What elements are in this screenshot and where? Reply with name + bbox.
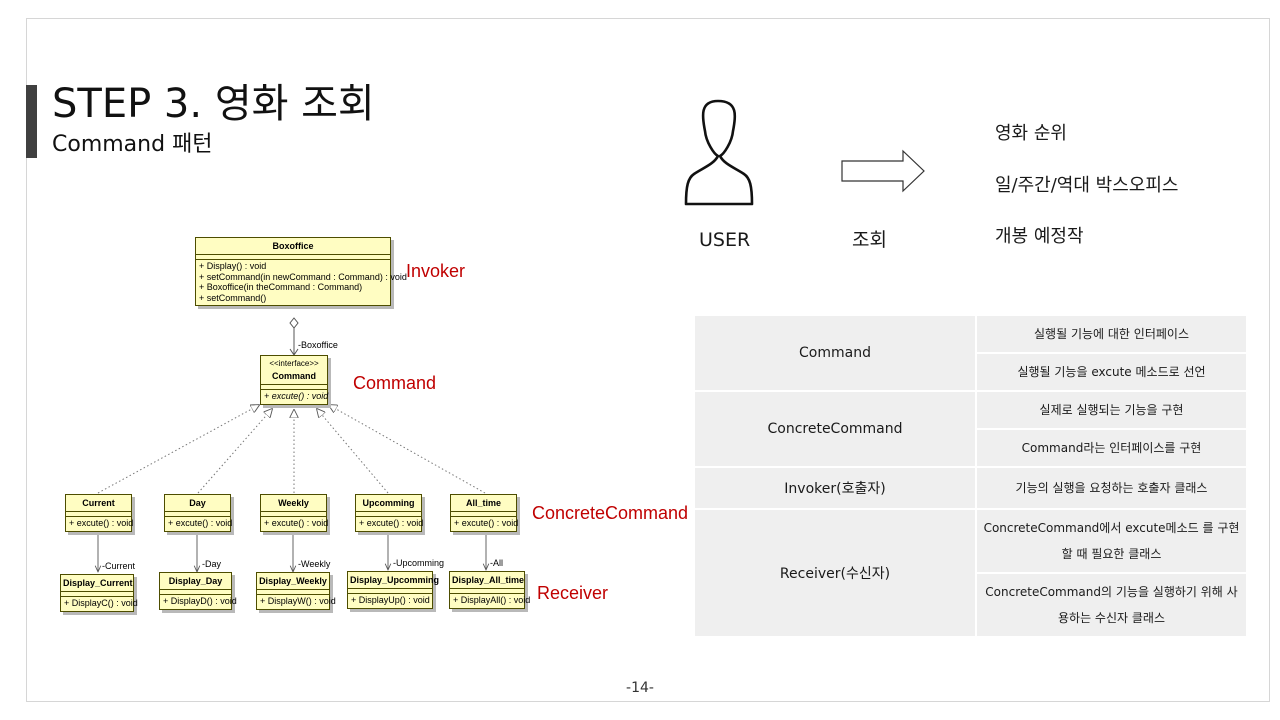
uml-class-weekly: Weekly + excute() : void	[260, 494, 329, 532]
dependency-label: -Upcomming	[393, 558, 445, 568]
uml-operation: + excute() : void	[359, 518, 424, 528]
realization-lines	[97, 405, 486, 494]
uml-class-name: Display_Upcomming	[348, 572, 439, 589]
table-cell-role: Command	[693, 314, 977, 392]
table-cell-description: 실제로 실행되는 기능을 구현	[975, 390, 1248, 430]
uml-class-day: Day + excute() : void	[164, 494, 233, 532]
arrow-right-icon	[841, 149, 925, 193]
uml-operation: + setCommand(in newCommand : Command) : …	[199, 271, 407, 282]
uml-stereotype: <<interface>>	[269, 359, 319, 368]
uml-operation: + excute() : void	[264, 391, 329, 401]
dependency-label: -Weekly	[298, 559, 331, 569]
table-cell-description: ConcreteCommand에서 excute메소드 를 구현할 때 필요한 …	[975, 508, 1248, 574]
uml-class-all-time: All_time + excute() : void	[450, 494, 519, 532]
uml-class-display-all-time: Display_All_time + DisplayAll() : void	[449, 571, 531, 609]
uml-class-display-weekly: Display_Weekly + DisplayW() : void	[256, 572, 336, 610]
uml-class-boxoffice: Boxoffice + Display() : void + setComman…	[195, 237, 407, 306]
uml-class-upcomming: Upcomming + excute() : void	[355, 494, 424, 532]
uml-operation: + excute() : void	[264, 518, 329, 528]
uml-operation: + Display() : void	[199, 261, 267, 271]
uml-operation: + DisplayUp() : void	[351, 595, 430, 605]
uml-operation: + Boxoffice(in theCommand : Command)	[199, 282, 363, 292]
user-icon	[684, 99, 754, 206]
uml-operation: + excute() : void	[168, 518, 233, 528]
uml-class-name: Day	[165, 495, 230, 512]
slide-title: STEP 3. 영화 조회	[52, 81, 375, 127]
dependency-label: -Day	[202, 559, 222, 569]
uml-class-current: Current + excute() : void	[65, 494, 134, 532]
dependency-label: -All	[490, 558, 503, 568]
table-cell-description: 실행될 기능에 대한 인터페이스	[975, 314, 1248, 354]
uml-operation: + DisplayC() : void	[64, 598, 138, 608]
uml-class-name: Current	[66, 495, 131, 512]
title-accent-bar	[26, 85, 37, 158]
dependency-lines	[98, 533, 486, 572]
uml-operation: + setCommand()	[199, 292, 267, 303]
slide-frame	[26, 18, 1270, 702]
table-cell-role: ConcreteCommand	[693, 390, 977, 468]
table-cell-description: Command라는 인터페이스를 구현	[975, 428, 1248, 468]
uml-interface-command: <<interface>> Command + excute() : void	[260, 355, 328, 405]
uml-class-display-day: Display_Day + DisplayD() : void	[159, 572, 237, 610]
uml-class-name: Display_Current	[61, 575, 133, 592]
uml-class-display-current: Display_Current + DisplayC() : void	[60, 574, 138, 612]
uml-operation: + DisplayD() : void	[163, 596, 237, 606]
user-label: USER	[699, 229, 751, 251]
uml-class-name: Upcomming	[356, 495, 421, 512]
page-number: -14-	[626, 680, 654, 696]
uml-class-display-upcomming: Display_Upcomming + DisplayUp() : void	[347, 571, 439, 609]
uml-class-name: Display_Weekly	[257, 573, 329, 590]
uml-class-name: Display_Day	[160, 573, 231, 590]
result-item: 개봉 예정작	[995, 226, 1084, 247]
uml-class-name: Display_All_time	[450, 572, 524, 589]
uml-class-name: Weekly	[261, 495, 326, 512]
action-label: 조회	[852, 229, 887, 251]
dependency-label: -Current	[102, 561, 136, 571]
uml-class-name: All_time	[451, 495, 516, 512]
role-label-concrete-command: ConcreteCommand	[532, 503, 689, 523]
result-item: 영화 순위	[995, 123, 1067, 144]
role-label-command: Command	[353, 373, 437, 393]
association-line	[289, 317, 299, 356]
table-cell-role: Receiver(수신자)	[693, 508, 977, 638]
slide-subtitle: Command 패턴	[52, 132, 213, 157]
role-label-invoker: Invoker	[406, 261, 466, 281]
table-cell-description: ConcreteCommand의 기능을 실행하기 위해 사용하는 수신자 클래…	[975, 572, 1248, 638]
uml-operation: + DisplayAll() : void	[453, 595, 531, 605]
role-label-receiver: Receiver	[537, 583, 609, 603]
uml-class-name: Boxoffice	[196, 238, 390, 255]
result-item: 일/주간/역대 박스오피스	[995, 175, 1179, 196]
uml-operation: + excute() : void	[454, 518, 519, 528]
role-description-table: Command 실행될 기능에 대한 인터페이스 실행될 기능을 excute …	[693, 314, 1248, 638]
association-label: -Boxoffice	[298, 340, 338, 350]
uml-class-name: Command	[271, 371, 316, 381]
table-cell-description: 실행될 기능을 excute 메소드로 선언	[975, 352, 1248, 392]
table-cell-role: Invoker(호출자)	[693, 466, 977, 510]
uml-operation: + excute() : void	[69, 518, 134, 528]
table-cell-description: 기능의 실행을 요청하는 호출자 클래스	[975, 466, 1248, 510]
uml-operation: + DisplayW() : void	[260, 596, 336, 606]
